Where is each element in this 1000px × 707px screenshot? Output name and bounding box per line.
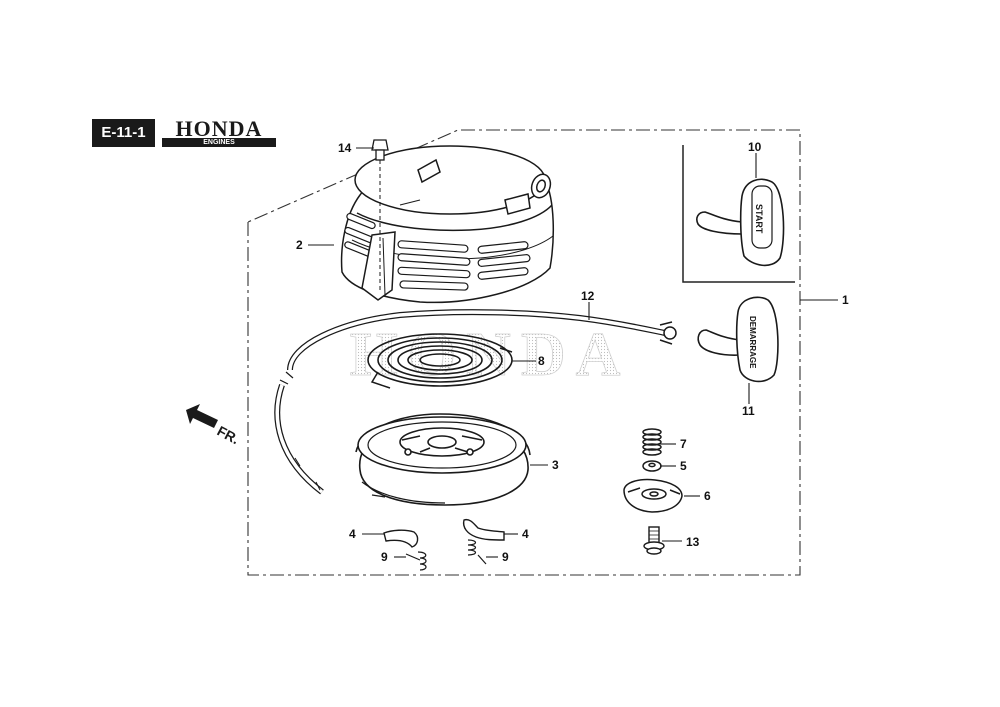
callout-13: 13 — [686, 535, 700, 549]
front-direction-arrow-icon: FR. — [186, 404, 242, 447]
callout-14: 14 — [338, 141, 352, 155]
demarrage-handle-label: DEMARRAGE — [748, 316, 757, 369]
starter-grip-start: START — [696, 178, 785, 267]
callout-1: 1 — [842, 293, 849, 307]
honda-engines-logo: HONDA ENGINES — [162, 116, 276, 148]
callout-4-right: 4 — [522, 527, 529, 541]
callout-3: 3 — [552, 458, 559, 472]
callout-4-left: 4 — [349, 527, 356, 541]
callout-12: 12 — [581, 289, 595, 303]
callout-8: 8 — [538, 354, 545, 368]
spring-right — [467, 539, 487, 565]
front-direction-label: FR. — [215, 423, 242, 448]
inset-frame — [682, 145, 795, 283]
callout-7: 7 — [680, 437, 687, 451]
flange-bolt — [371, 139, 389, 292]
leader-lines — [308, 147, 838, 558]
assembly-boundary — [247, 129, 801, 576]
callout-10: 10 — [748, 140, 762, 154]
callout-2: 2 — [296, 238, 303, 252]
recoil-spring — [367, 333, 513, 389]
starter-grip-demarrage: DEMARRAGE — [697, 296, 779, 383]
friction-spring — [642, 428, 662, 456]
starter-reel — [355, 413, 531, 506]
brand-name: HONDA — [175, 116, 263, 141]
callout-5: 5 — [680, 459, 687, 473]
callout-9-right: 9 — [502, 550, 509, 564]
starter-rope — [274, 309, 677, 495]
start-handle-label: START — [754, 204, 764, 234]
section-code-badge: E-11-1 — [92, 119, 155, 147]
setting-bolt — [643, 526, 665, 555]
callout-numbers: 1 2 3 4 4 5 6 7 8 9 9 10 11 12 13 14 — [296, 140, 849, 564]
recoil-cover — [340, 145, 555, 304]
friction-plate — [623, 478, 683, 513]
brand-sub: ENGINES — [162, 138, 276, 147]
callout-11: 11 — [742, 404, 755, 418]
ratchet-right — [462, 518, 505, 541]
honda-watermark: HONDA — [350, 321, 631, 389]
spring-left — [405, 551, 427, 571]
callout-6: 6 — [704, 489, 711, 503]
callout-9-left: 9 — [381, 550, 388, 564]
ratchet-left — [383, 529, 419, 548]
washer — [642, 460, 662, 472]
